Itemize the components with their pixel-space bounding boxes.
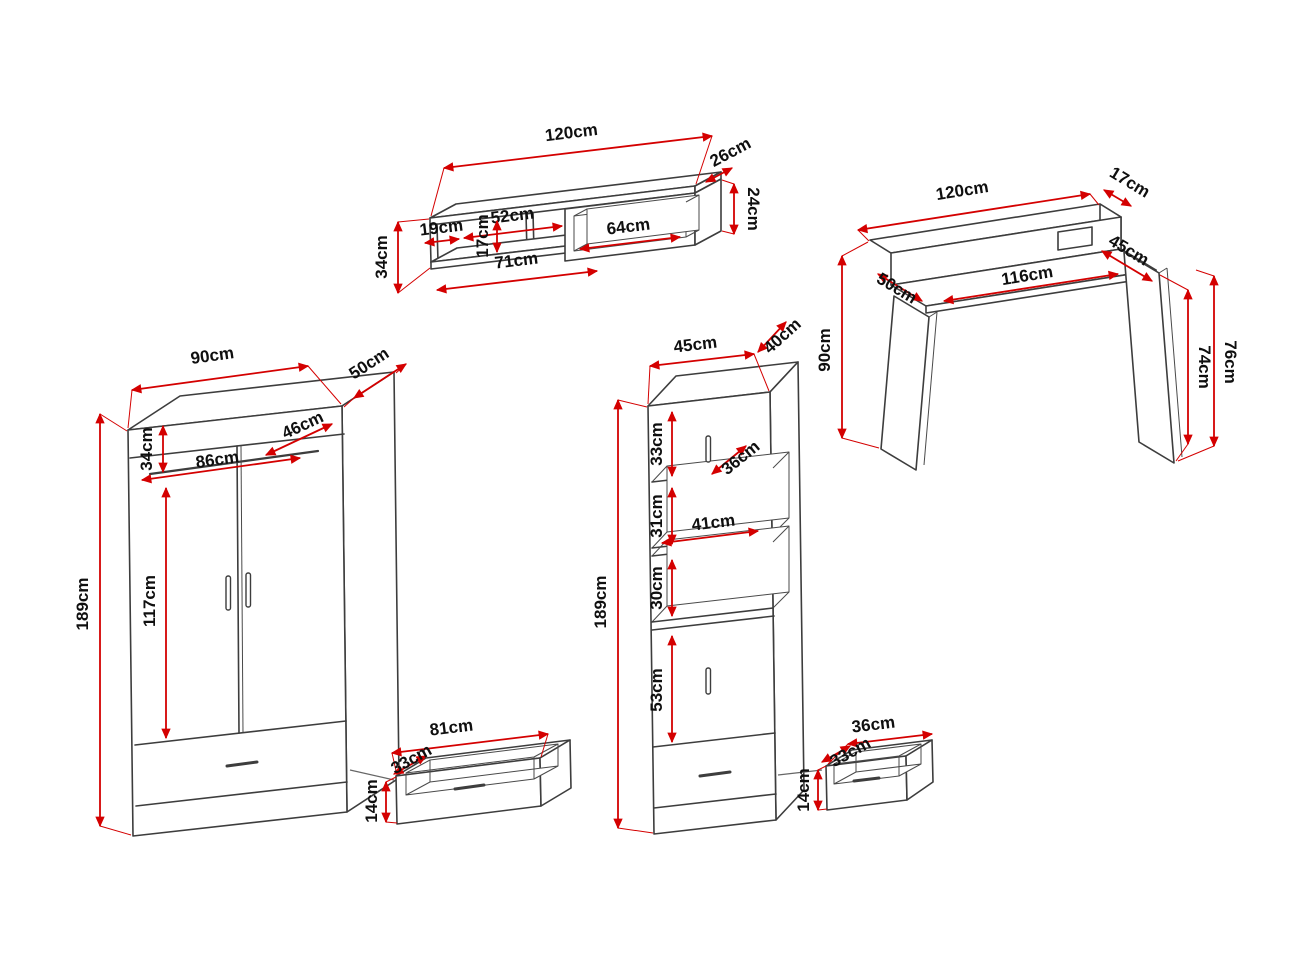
desk-inner-height-label: 74cm [1195,345,1214,388]
bookcase-upper-door-handle [705,435,712,463]
wall-shelf-figure: 120cm 26cm 24cm 34cm 19cm 52cm 17cm 71cm… [372,120,763,295]
shelf-gap-label: 17cm [473,214,492,257]
bookcase-lower-niche [666,525,790,607]
desk-left-panel [880,295,930,471]
small-drawer-handle [852,776,881,783]
desk-side-height-label: 76cm [1221,340,1240,383]
small-drawer-width-label: 36cm [851,712,896,736]
bookcase-depth-label: 40cm [760,314,805,357]
shelf-lower-shelf-label: 71cm [494,248,539,272]
bookcase-upper-gap-label: 31cm [647,494,666,537]
bookcase-figure: 45cm 40cm 33cm 36cm 31cm 41cm 30cm 53cm … [591,314,805,835]
desk-width-label: 120cm [935,177,990,204]
bookcase-drawer-handle [698,770,732,778]
large-drawer-handle [453,783,486,791]
bookcase-lower-door-label: 53cm [647,668,666,711]
small-drawer-height-label: 14cm [794,768,813,811]
shelf-right-height-label: 24cm [744,187,763,230]
wardrobe-side-face [341,371,400,813]
shelf-left-height-label: 34cm [372,235,391,278]
bookcase-lower-door-handle [705,667,712,695]
shelf-width-label: 120cm [544,120,599,145]
large-drawer-height-label: 14cm [362,779,381,822]
desk-back-panel-niche [1057,226,1093,251]
wardrobe-figure: 90cm 50cm 34cm 46cm 86cm 117cm 189cm [73,343,407,837]
bookcase-lower-gap-label: 30cm [647,566,666,609]
wardrobe-height-label: 189cm [73,578,92,631]
bookcase-height-label: 189cm [591,576,610,629]
wardrobe-door-divider [236,445,240,734]
wardrobe-inner-height-label: 117cm [140,575,159,627]
small-drawer-figure: 36cm 33cm 14cm [777,712,934,812]
bookcase-width-label: 45cm [673,332,718,356]
shelf-depth-label: 26cm [707,134,754,171]
wardrobe-drawer-handle [225,760,259,768]
wardrobe-width-label: 90cm [189,343,235,368]
shelf-side-depth-label: 19cm [419,215,464,239]
wardrobe-left-door-handle [225,575,232,611]
desk-right-panel [1123,251,1175,464]
wardrobe-right-door-handle [245,572,252,608]
desk-height-label: 90cm [815,328,834,371]
bookcase-upper-door-label: 33cm [647,422,666,465]
desk-figure: 120cm 17cm 45cm 50cm 116cm 90cm 74cm 76c… [815,163,1240,471]
large-drawer-width-label: 81cm [429,715,474,739]
wardrobe-top-section-label: 34cm [137,427,156,470]
